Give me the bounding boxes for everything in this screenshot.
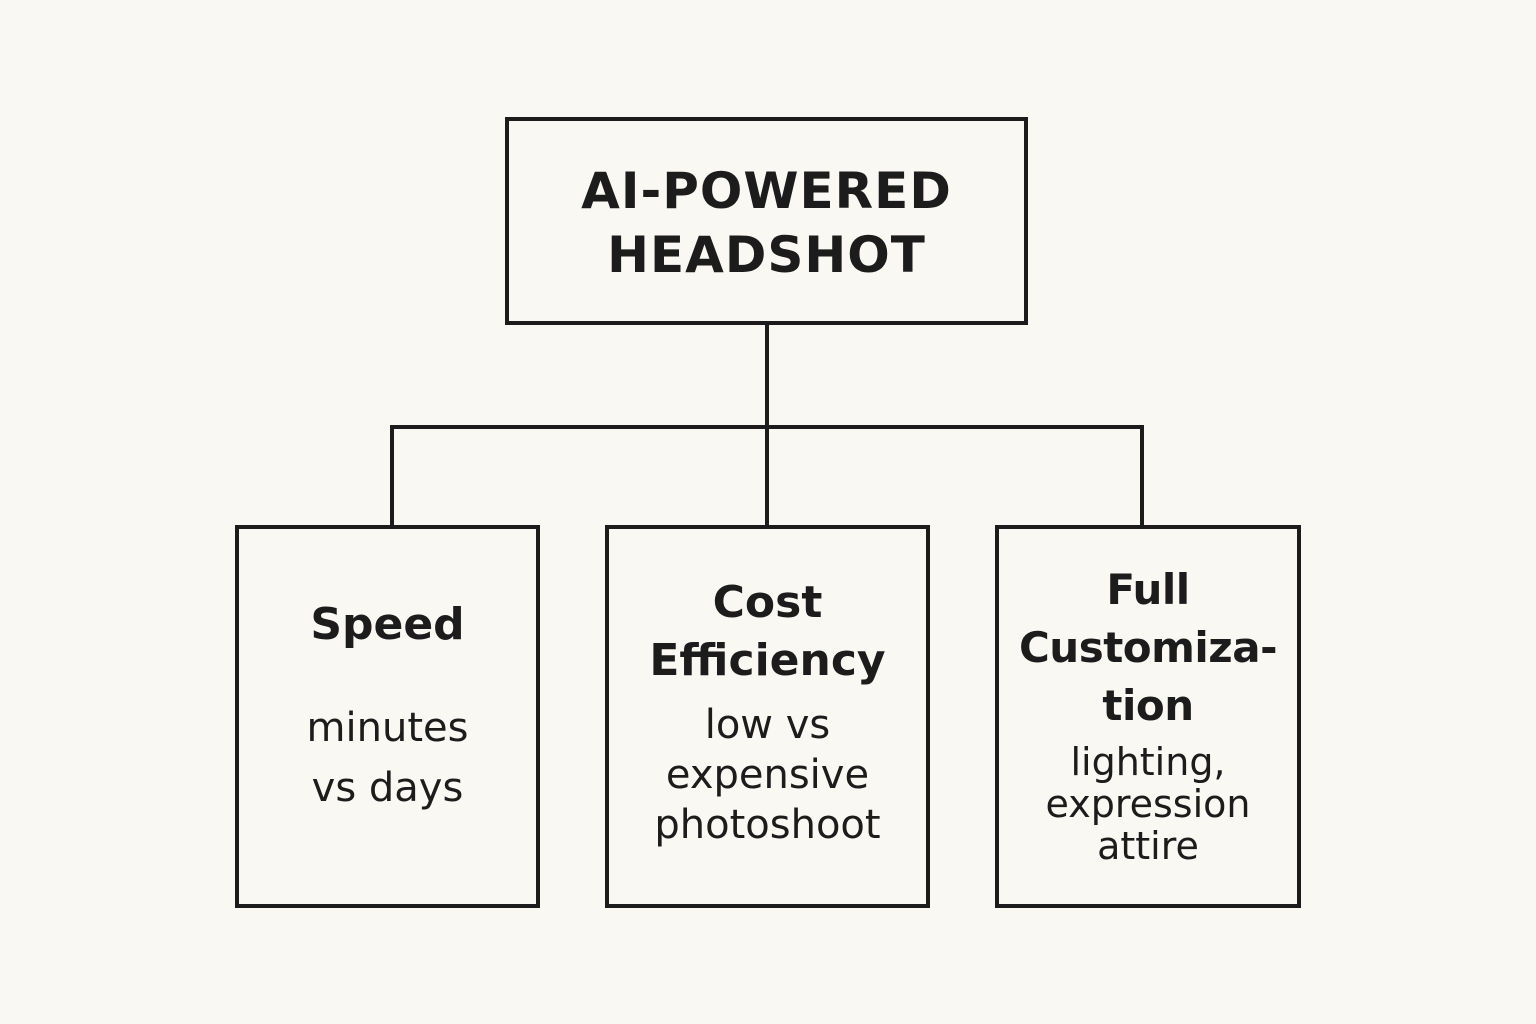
root-node-title: AI-POWERED HEADSHOT (581, 162, 952, 284)
child-node-title: Speed (310, 598, 465, 650)
child-node-title: Cost Efficiency (649, 576, 886, 686)
child-node-description: low vs expensive photoshoot (654, 701, 881, 848)
child-node-full-customization: Full Customiza- tion lighting, expressio… (995, 525, 1301, 908)
child-node-speed: Speed minutes vs days (235, 525, 540, 908)
child-node-cost-efficiency: Cost Efficiency low vs expensive photosh… (605, 525, 930, 908)
child-node-title: Full Customiza- tion (1018, 564, 1278, 730)
root-node: AI-POWERED HEADSHOT (505, 117, 1028, 325)
child-node-description: lighting, expression attire (1045, 739, 1251, 868)
child-node-description: minutes vs days (306, 704, 469, 811)
